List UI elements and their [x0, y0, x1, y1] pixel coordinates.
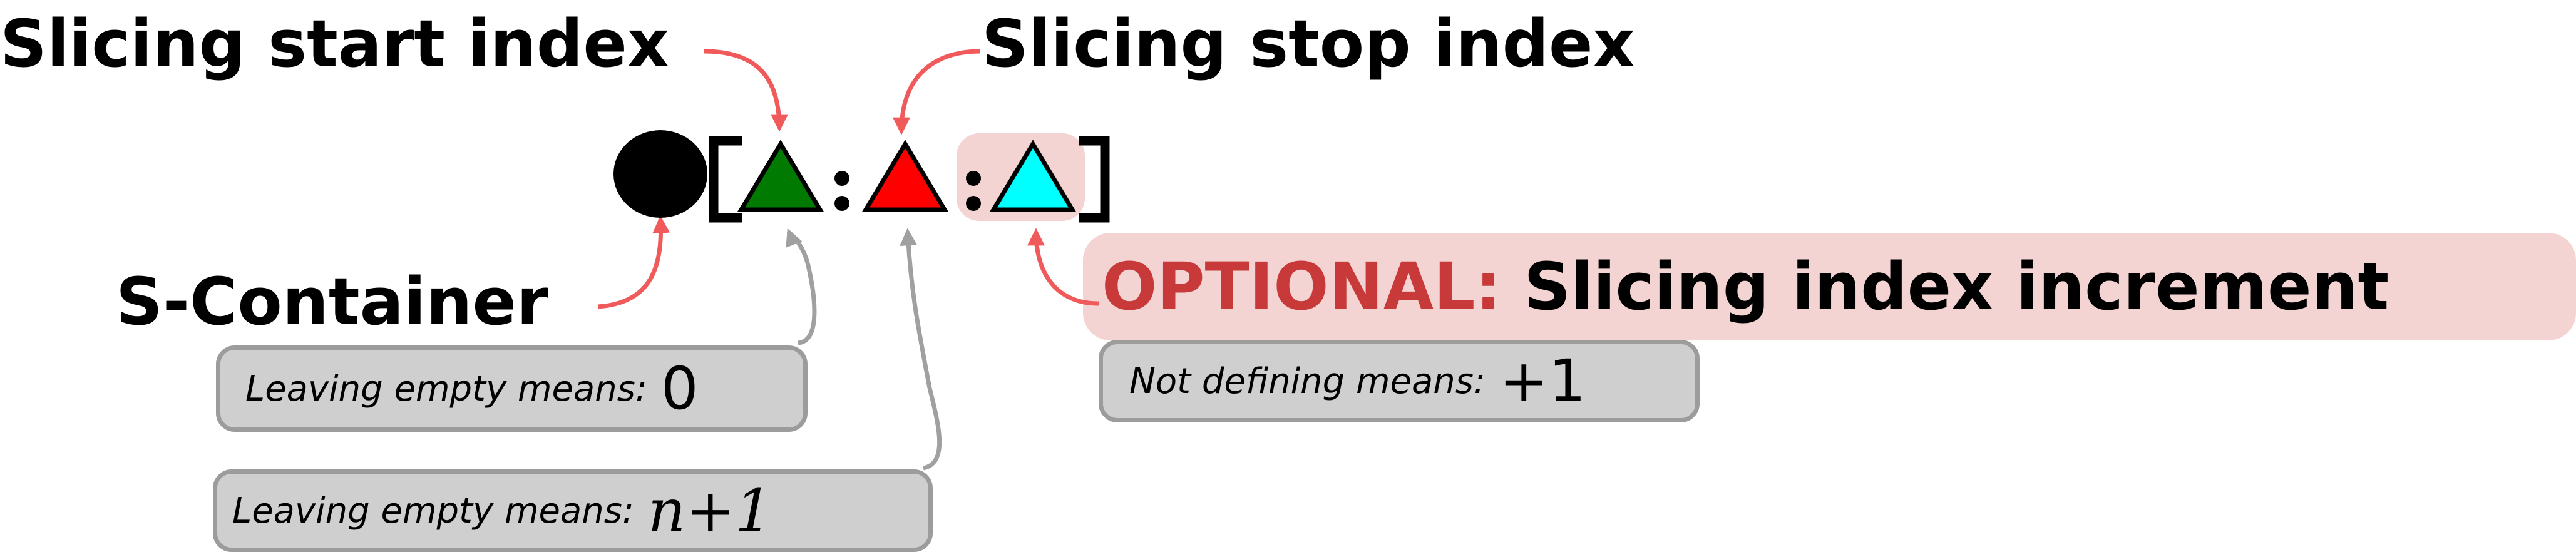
stop-label-arrow	[893, 49, 980, 135]
step-default-value: +1	[1499, 347, 1586, 416]
step-default-pill: Not defining means: +1	[1099, 340, 1700, 422]
start-index-label: Slicing start index	[0, 6, 669, 82]
optional-label-arrow	[1027, 228, 1099, 306]
s-container-label: S-Container	[116, 263, 549, 340]
optional-description: Slicing index increment	[1524, 248, 2389, 325]
open-bracket-shape	[709, 136, 742, 223]
start-default-arrow	[786, 228, 817, 345]
colon-2-bottom-dot	[966, 196, 981, 211]
optional-prefix: OPTIONAL:	[1102, 248, 1502, 325]
step-default-label: Not defining means:	[1129, 360, 1486, 402]
stop-default-pill: Leaving empty means: n+1	[213, 469, 933, 552]
stop-index-triangle	[861, 140, 949, 212]
start-default-value: 0	[660, 354, 699, 423]
colon-2-top-dot	[966, 171, 981, 186]
start-label-arrow	[704, 49, 788, 132]
start-index-triangle	[737, 140, 824, 212]
optional-step-label: OPTIONAL: Slicing index increment	[1102, 254, 2389, 319]
s-container-circle	[613, 130, 707, 218]
stop-default-value: n+1	[647, 476, 772, 545]
step-index-triangle	[989, 140, 1077, 212]
container-label-arrow	[597, 215, 670, 309]
optional-highlight-box	[1083, 233, 2576, 340]
stop-default-label: Leaving empty means:	[232, 490, 634, 531]
stop-default-arrow	[900, 228, 942, 471]
stop-index-label: Slicing stop index	[982, 6, 1635, 82]
start-default-label: Leaving empty means:	[245, 368, 647, 409]
colon-1-bottom-dot	[834, 196, 849, 211]
colon-1-top-dot	[834, 171, 849, 186]
close-bracket-shape	[1079, 136, 1110, 223]
start-default-pill: Leaving empty means: 0	[216, 345, 808, 432]
